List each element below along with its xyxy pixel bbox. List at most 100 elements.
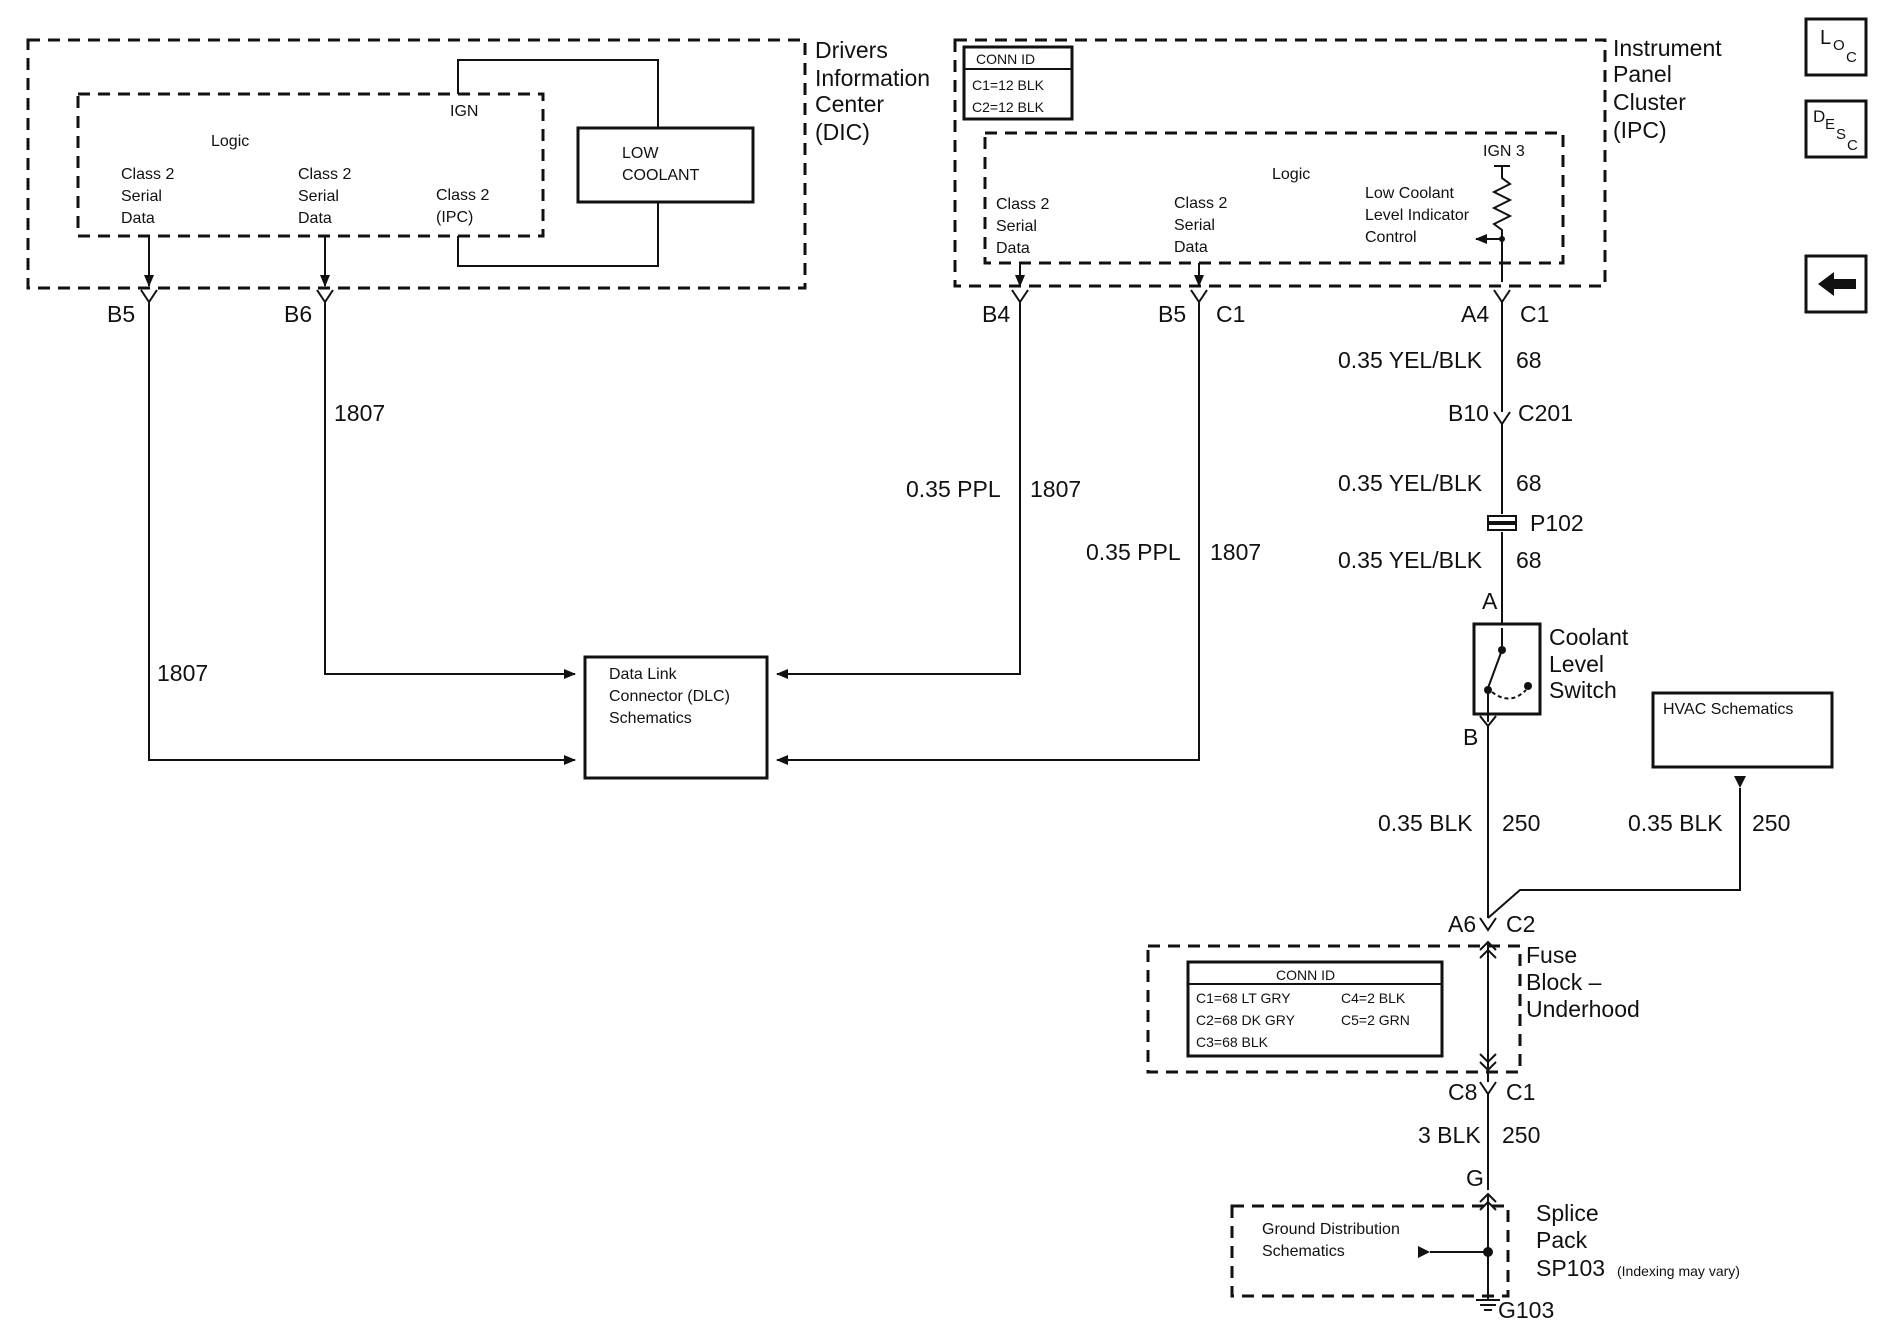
switch-title-3: Switch: [1549, 677, 1617, 703]
fuse-conn-row-2b: C5=2 GRN: [1341, 1012, 1410, 1028]
fuse-conn-c2: C2: [1506, 911, 1535, 937]
c201-label: C201: [1518, 400, 1573, 426]
fuse-block-pass-bottom: [1479, 1053, 1497, 1072]
dic-class2-ipc-1: Class 2: [436, 187, 489, 204]
fuse-conn-row-2a: C2=68 DK GRY: [1196, 1012, 1296, 1028]
ipc-conn-id-table: CONN ID C1=12 BLK C2=12 BLK: [962, 45, 1074, 121]
description-button-sup: E: [1825, 116, 1835, 133]
ipc-title-4: (IPC): [1613, 117, 1667, 143]
p102-passthrough-icon-lower: [1487, 523, 1517, 531]
back-button[interactable]: [1804, 254, 1868, 314]
ipc-class2-a-3: Data: [996, 240, 1030, 257]
wire-a4-circuit: 68: [1516, 347, 1542, 373]
ipc-class2-b-2: Serial: [1174, 217, 1215, 234]
ipc-ign3-label: IGN 3: [1483, 143, 1525, 160]
ipc-title-1: Instrument: [1613, 35, 1722, 61]
ipc-conn-id-c2: C2=12 BLK: [972, 99, 1045, 115]
fuse-conn-row-3a: C3=68 BLK: [1196, 1034, 1269, 1050]
ipc-title-2: Panel: [1613, 61, 1672, 87]
fuse-conn-row-1b: C4=2 BLK: [1341, 990, 1406, 1006]
description-button-main: D: [1813, 107, 1825, 126]
dic-ign-wire: [457, 59, 659, 128]
fuse-block-outline: [1146, 944, 1522, 1074]
low-coolant-label-2: COOLANT: [622, 167, 700, 184]
ground-dist-label-2[interactable]: Schematics: [1262, 1243, 1345, 1260]
dic-pin-b5: B5: [107, 301, 135, 327]
fuse-conn-id-box: [1186, 960, 1444, 1058]
description-button-frame[interactable]: [1804, 99, 1868, 159]
switch-contact-right: [1524, 682, 1532, 690]
fuse-conn-id-table: CONN ID C1=68 LT GRY C4=2 BLK C2=68 DK G…: [1186, 960, 1444, 1058]
dic-module: Drivers Information Center (DIC) Logic I…: [26, 37, 930, 765]
dic-title-3: Center: [815, 91, 884, 117]
fuse-title-2: Block –: [1526, 969, 1602, 995]
description-button[interactable]: D E S C: [1804, 99, 1868, 159]
ipc-pin-b4: B4: [982, 301, 1010, 327]
splice-indexing-note: (Indexing may vary): [1617, 1263, 1740, 1279]
fuse-block-underhood: A6 C2 Fuse Block – Underhood CONN ID C1=…: [1146, 911, 1640, 1105]
location-button-sub: C: [1846, 49, 1857, 66]
coolant-level-switch: Coolant Level Switch B: [1463, 622, 1629, 750]
dic-b6-circuit: 1807: [334, 400, 385, 426]
wire-mid-circuit: 68: [1516, 470, 1542, 496]
ipc-pin-b5-conn: C1: [1216, 301, 1245, 327]
ipc-conn-id-header: CONN ID: [976, 51, 1035, 67]
wire-gnd-circuit: 250: [1502, 1122, 1540, 1148]
wire-mid-color: 0.35 YEL/BLK: [1338, 470, 1483, 496]
wire-ipc-b4-to-dlc: [776, 302, 1021, 679]
wire-dic-b5-to-dlc: [148, 302, 576, 765]
dlc-label-2: Connector (DLC): [609, 688, 730, 705]
location-button[interactable]: L O C: [1804, 17, 1868, 77]
fuse-conn-row-1a: C1=68 LT GRY: [1196, 990, 1291, 1006]
splice-title-3: SP103: [1536, 1255, 1605, 1281]
ipc-class2-a-2: Serial: [996, 218, 1037, 235]
dic-class2-b-2: Serial: [298, 188, 339, 205]
c201-pin: B10: [1448, 400, 1489, 426]
wire-hvac-color: 0.35 BLK: [1628, 810, 1723, 836]
ipc-conn-id-box: [962, 45, 1074, 121]
ground-dist-arrow-icon: [1418, 1246, 1430, 1258]
ipc-pin-a4-conn: C1: [1520, 301, 1549, 327]
fuse-title-3: Underhood: [1526, 996, 1640, 1022]
p102-passthrough-icon: [1487, 515, 1517, 523]
dlc-label-3: Schematics: [609, 710, 692, 727]
ipc-pullup-resistor-icon: [1491, 165, 1513, 282]
splice-pack-outline: [1230, 1204, 1510, 1298]
ipc-class2-b-1: Class 2: [1174, 195, 1227, 212]
ipc-pin-b4-fork: [1011, 289, 1029, 304]
ipc-class2-b-3: Data: [1174, 239, 1208, 256]
ipc-pin-a4-fork: [1493, 289, 1511, 304]
fuse-pin-a6: A6: [1448, 911, 1476, 937]
wire-blk-circuit: 250: [1502, 810, 1540, 836]
wire-b5-circuit: 1807: [1210, 539, 1261, 565]
wire-low-color: 0.35 YEL/BLK: [1338, 547, 1483, 573]
fuse-pin-a6-fork: [1479, 917, 1497, 932]
fuse-pin-c8-fork: [1479, 1081, 1497, 1096]
ground-dist-label-1[interactable]: Ground Distribution: [1262, 1221, 1400, 1238]
dic-logic-label: Logic: [211, 133, 249, 150]
dlc-link[interactable]: Data Link Connector (DLC) Schematics: [583, 655, 769, 780]
description-button-sub2: C: [1847, 137, 1858, 154]
dic-class2-b-3: Data: [298, 210, 332, 227]
coolant-switch-box: [1472, 622, 1542, 716]
location-button-main: L: [1820, 27, 1831, 49]
description-button-sub: S: [1836, 126, 1846, 143]
location-button-frame[interactable]: [1804, 17, 1868, 77]
ground-distribution-link[interactable]: Ground Distribution Schematics: [1262, 1221, 1400, 1260]
dic-b5-circuit: 1807: [157, 660, 208, 686]
dic-pin-b6-fork: [316, 289, 334, 304]
switch-title-2: Level: [1549, 651, 1604, 677]
fuse-conn-c1: C1: [1506, 1079, 1535, 1105]
hvac-label: HVAC Schematics: [1663, 701, 1793, 718]
hvac-link[interactable]: HVAC Schematics: [1651, 691, 1834, 769]
dlc-schematics-box[interactable]: [583, 655, 769, 780]
ipc-outline: [953, 38, 1607, 288]
hvac-schematics-box[interactable]: [1651, 691, 1834, 769]
dic-ign-label: IGN: [450, 103, 478, 120]
wire-dic-b6-to-dlc: [324, 302, 576, 679]
ipc-conn-id-c1: C1=12 BLK: [972, 77, 1045, 93]
switch-contact-left: [1484, 686, 1492, 694]
wire-gnd-color: 3 BLK: [1418, 1122, 1481, 1148]
hvac-arrow-icon: [1734, 776, 1746, 788]
